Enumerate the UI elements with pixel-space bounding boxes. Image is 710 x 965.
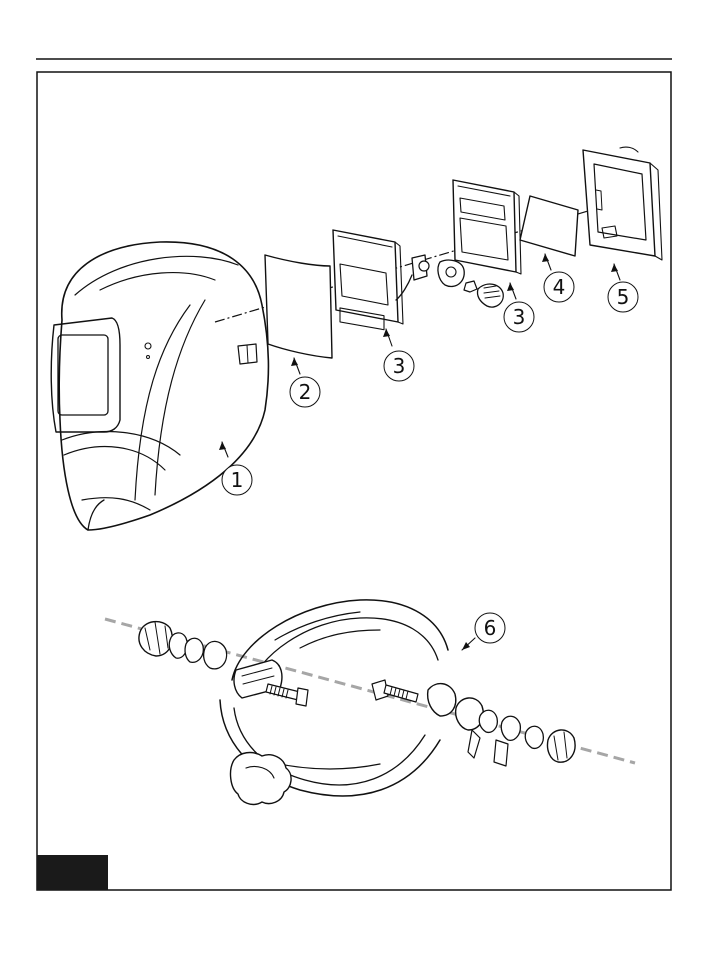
callout-2-label: 2 xyxy=(299,380,312,404)
callout-2: 2 xyxy=(290,358,320,407)
callout-5-label: 5 xyxy=(617,285,630,309)
callout-4: 4 xyxy=(542,254,574,302)
headgear-right-hardware xyxy=(456,698,575,766)
callout-6: 6 xyxy=(462,613,505,650)
callout-3-left-label: 3 xyxy=(393,354,406,378)
adf-cartridge-right xyxy=(453,180,521,274)
callout-5: 5 xyxy=(608,264,638,312)
callout-3-right: 3 xyxy=(504,283,534,332)
corner-tab xyxy=(37,855,108,890)
adf-cartridge-left xyxy=(333,230,412,330)
callout-3-left: 3 xyxy=(383,329,414,381)
outer-cover-lens xyxy=(265,255,332,358)
cartridge-holder xyxy=(583,147,662,260)
callout-6-label: 6 xyxy=(484,616,497,640)
callout-3-right-label: 3 xyxy=(513,305,526,329)
inner-cover-lens xyxy=(520,196,578,256)
callout-1-label: 1 xyxy=(231,468,244,492)
headgear-left-hardware xyxy=(139,622,227,669)
callout-4-label: 4 xyxy=(553,275,566,299)
headgear xyxy=(220,600,456,805)
